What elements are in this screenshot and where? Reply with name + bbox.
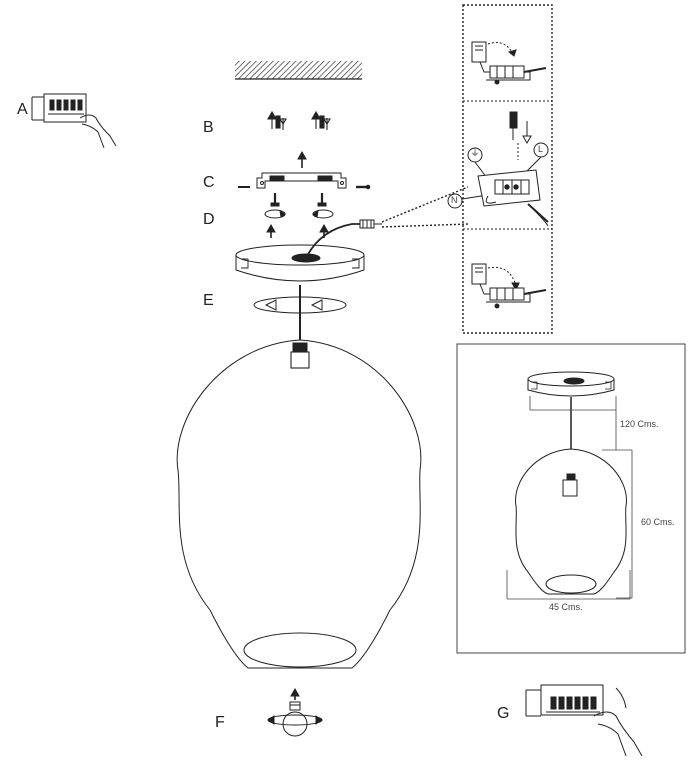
canopy [235,244,365,282]
lamp-holder [290,342,310,369]
step-label-g: G [497,705,510,722]
earth-symbol: ⏚ [470,148,480,159]
power-switch-on-icon [525,684,643,757]
step-label-a: A [17,101,28,118]
shade-width-label: 45 Cms. [549,602,583,612]
dim-shade [515,448,627,595]
neutral-label: N [451,195,458,205]
terminal-cover-close [471,263,547,309]
wiring-detail-frame [462,4,553,334]
wall-anchors-icon [267,110,331,130]
cable-length-label: 120 Cms. [620,419,659,429]
dim-canopy [527,371,615,397]
screws-icon [270,193,327,207]
up-arrow-icon [297,150,307,168]
step-label-b: B [203,119,214,136]
terminal-cover-open [471,41,547,85]
dimension-lines [506,396,633,600]
dimensions-frame [456,343,686,654]
neutral-marker [447,193,463,209]
power-switch-off-icon [31,93,117,149]
mounting-bracket [238,172,371,190]
step-label-c: C [203,174,215,191]
step-label-e: E [203,292,214,309]
glass-shade [176,339,422,669]
ceiling-hatch [235,61,362,79]
shade-opening [243,632,357,668]
leader-line [381,186,469,223]
step-label-d: D [203,211,215,228]
step-label-f: F [215,714,225,731]
terminal-connection [447,111,549,227]
dim-lamp-holder [562,473,578,497]
rotate-arrows-icon [264,209,334,238]
live-label: L [538,144,544,154]
bulb-icon [267,687,323,737]
shade-height-label: 60 Cms. [641,517,675,527]
leader-line [381,223,469,228]
terminal-plug [359,219,382,229]
supply-cable [305,223,362,259]
